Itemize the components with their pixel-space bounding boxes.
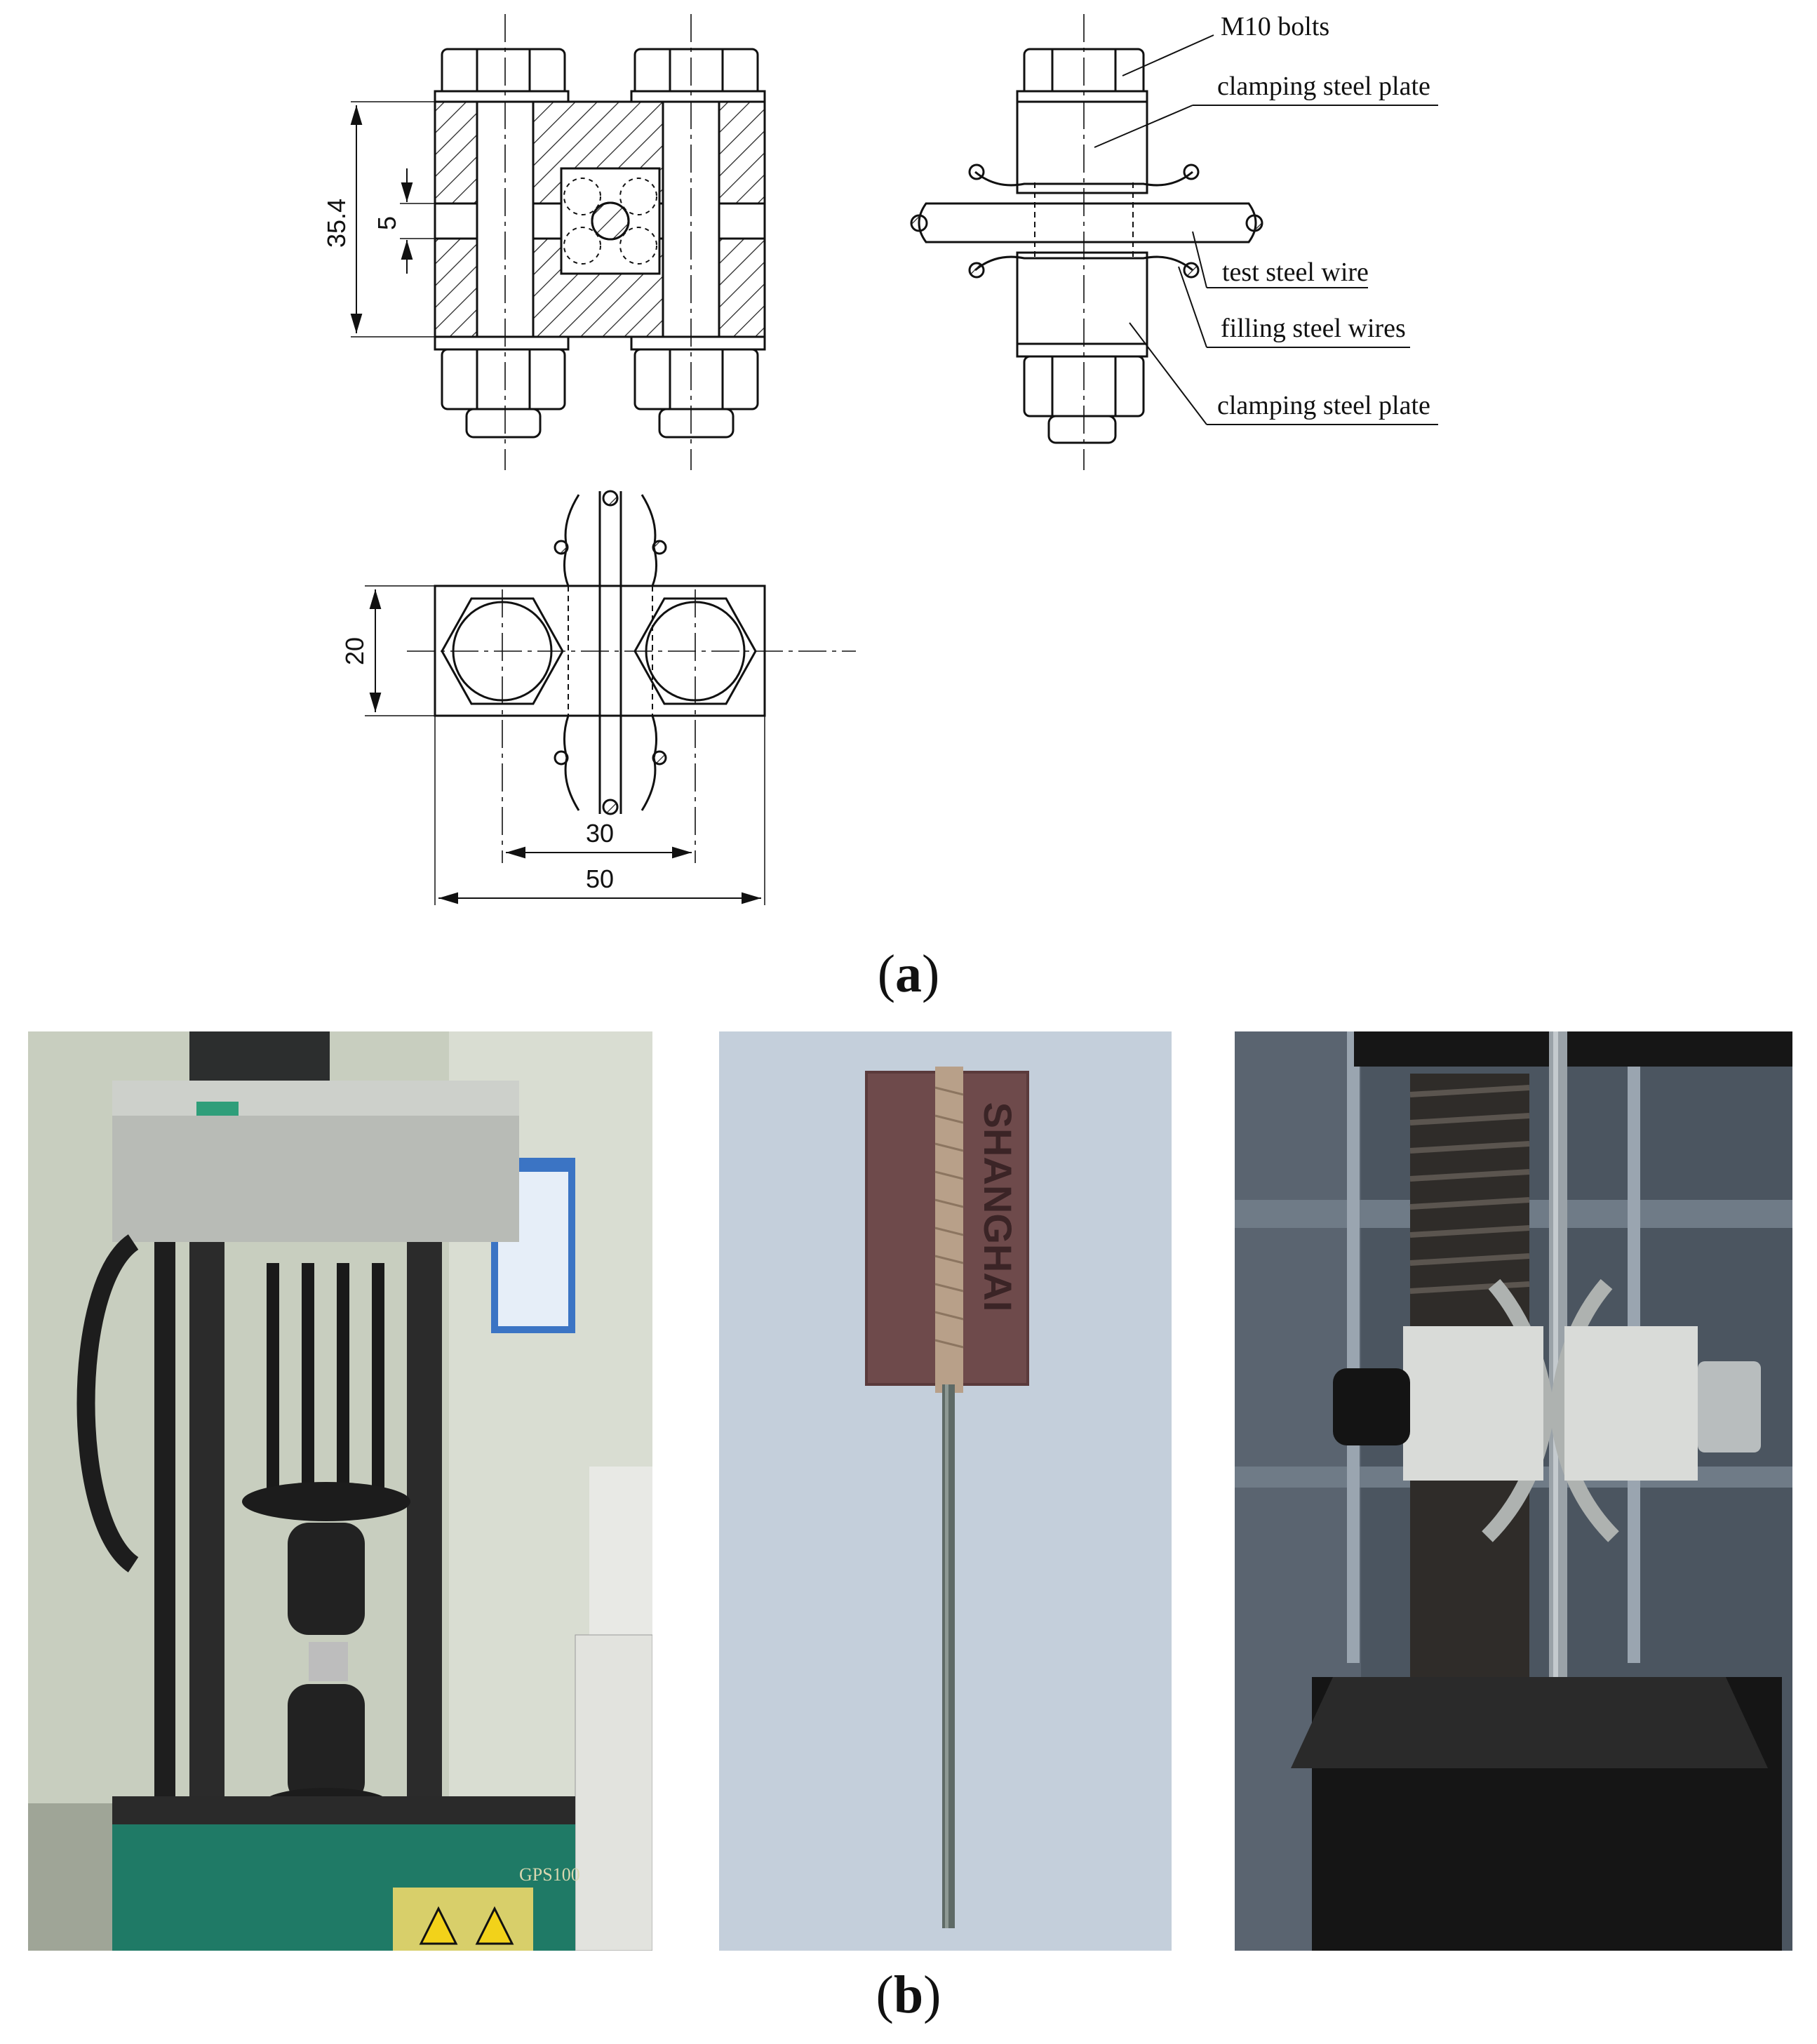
dim-height-total: 35.4 — [322, 199, 351, 248]
dim-gap: 5 — [373, 216, 401, 230]
technical-drawing: M10 bolts clamping steel plate test stee… — [322, 12, 1438, 905]
sandpaper-text: SHANGHAI — [976, 1102, 1020, 1312]
dim-plate-length: 50 — [586, 864, 614, 893]
dim-bolt-spacing: 30 — [586, 819, 614, 848]
top-view — [365, 490, 856, 905]
label-test-wire: test steel wire — [1222, 258, 1369, 287]
label-plate-top: clamping steel plate — [1217, 72, 1430, 101]
side-view — [910, 14, 1438, 470]
label-filling-wires: filling steel wires — [1221, 314, 1406, 343]
machine-model-text: GPS100 — [519, 1864, 580, 1885]
clamp-closeup-photo — [1235, 1031, 1792, 1951]
specimen-photo: SHANGHAI — [719, 1031, 1172, 1951]
caption-b: (b) — [876, 1965, 941, 2024]
label-bolts: M10 bolts — [1221, 12, 1329, 41]
testing-machine-photo: GPS100 — [28, 1031, 652, 1951]
caption-a: (a) — [877, 944, 940, 1003]
front-view — [350, 14, 766, 470]
dim-width-plate: 20 — [340, 637, 369, 665]
label-plate-bottom: clamping steel plate — [1217, 391, 1430, 420]
